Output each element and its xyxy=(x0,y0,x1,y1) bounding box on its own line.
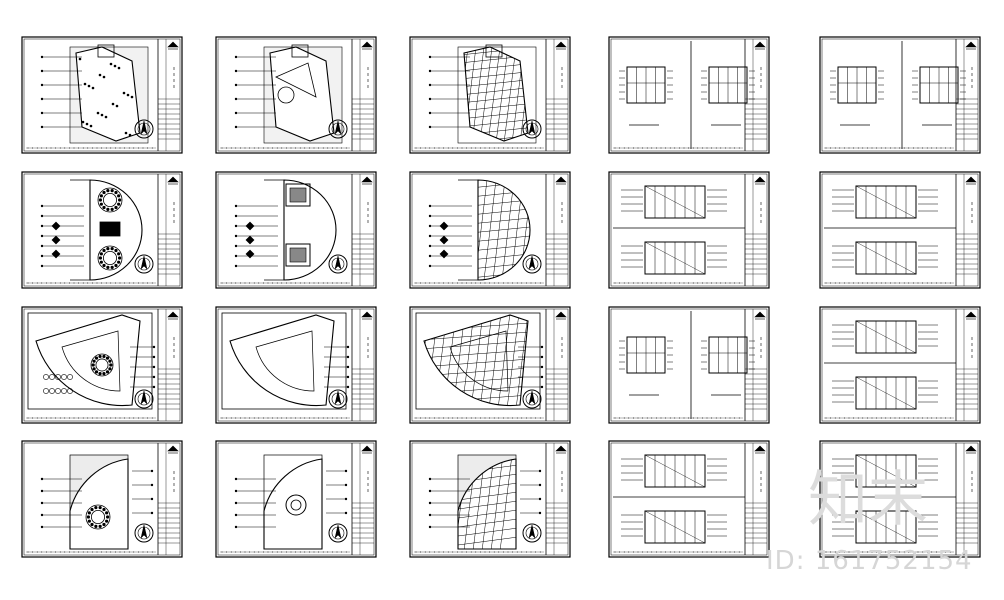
sheet-1-5 xyxy=(819,36,981,154)
watermark-id: ID: 161752154 xyxy=(766,546,973,576)
sheet-3-5 xyxy=(819,306,981,424)
sheet-3-4 xyxy=(608,306,770,424)
sheet-2-1 xyxy=(21,171,183,289)
sheet-3-2 xyxy=(215,306,377,424)
sheet-1-3 xyxy=(409,36,571,154)
sheet-2-3 xyxy=(409,171,571,289)
sheet-4-1 xyxy=(21,440,183,558)
sheet-2-4 xyxy=(608,171,770,289)
sheet-1-1 xyxy=(21,36,183,154)
sheet-4-3 xyxy=(409,440,571,558)
sheet-1-4 xyxy=(608,36,770,154)
sheet-4-2 xyxy=(215,440,377,558)
watermark-logo-text: 知末 xyxy=(808,465,928,532)
sheet-2-2 xyxy=(215,171,377,289)
sheet-4-5 xyxy=(819,440,981,558)
sheet-1-2 xyxy=(215,36,377,154)
sheet-2-5 xyxy=(819,171,981,289)
sheet-3-3 xyxy=(409,306,571,424)
watermark-logo: 知末 xyxy=(808,465,928,532)
sheet-3-1 xyxy=(21,306,183,424)
sheet-4-4 xyxy=(608,440,770,558)
